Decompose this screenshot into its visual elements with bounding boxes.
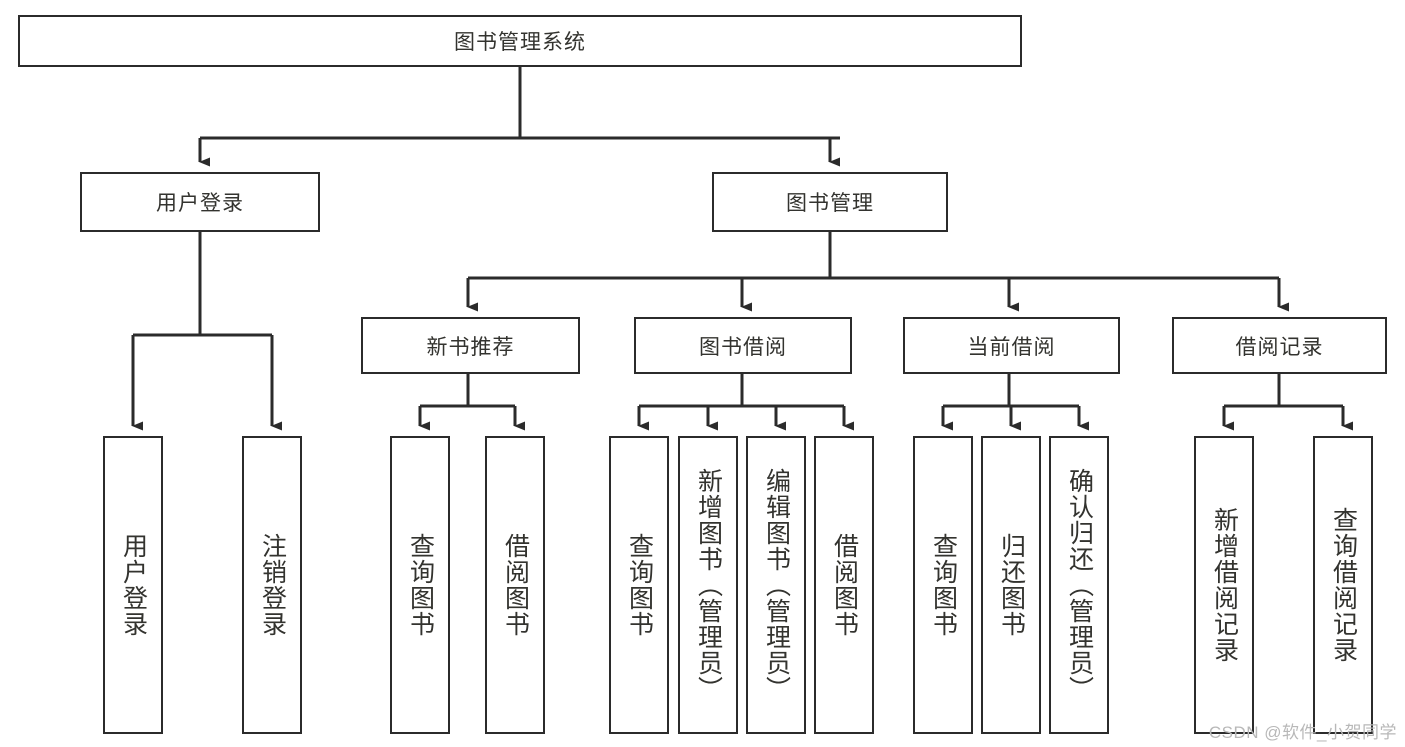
node-borrow-record[interactable]: 借阅记录 <box>1172 317 1387 374</box>
node-label: 新增图书（管理员） <box>694 468 723 702</box>
node-label: 查询图书 <box>929 533 958 637</box>
node-leaf-borrow-book-2[interactable]: 借阅图书 <box>814 436 874 734</box>
node-book-manage[interactable]: 图书管理 <box>712 172 948 232</box>
node-label: 注销登录 <box>258 533 287 637</box>
connector-group-current-borrow <box>941 374 1089 431</box>
connector-group-new-book-rec <box>418 374 525 431</box>
node-label: 查询图书 <box>625 533 654 637</box>
connector-group-book-borrow <box>637 374 854 431</box>
node-leaf-edit-book[interactable]: 编辑图书（管理员） <box>746 436 806 734</box>
node-leaf-user-login[interactable]: 用户登录 <box>103 436 163 734</box>
node-current-borrow[interactable]: 当前借阅 <box>903 317 1120 374</box>
node-label: 查询借阅记录 <box>1329 507 1358 663</box>
node-leaf-query-book-3[interactable]: 查询图书 <box>913 436 973 734</box>
node-leaf-borrow-book-1[interactable]: 借阅图书 <box>485 436 545 734</box>
node-label: 借阅图书 <box>501 533 530 637</box>
node-label: 当前借阅 <box>967 335 1056 359</box>
connector-group-root <box>198 67 840 167</box>
node-leaf-confirm-return[interactable]: 确认归还（管理员） <box>1049 436 1109 734</box>
node-leaf-query-book-1[interactable]: 查询图书 <box>390 436 450 734</box>
node-root-title[interactable]: 图书管理系统 <box>18 15 1022 67</box>
node-new-book-rec[interactable]: 新书推荐 <box>361 317 580 374</box>
node-label: 借阅图书 <box>830 533 859 637</box>
node-label: 查询图书 <box>406 533 435 637</box>
connector-group-borrow-record <box>1222 374 1353 431</box>
node-label: 图书管理系统 <box>454 31 586 54</box>
node-book-borrow[interactable]: 图书借阅 <box>634 317 852 374</box>
node-label: 归还图书 <box>997 533 1026 637</box>
node-leaf-query-record[interactable]: 查询借阅记录 <box>1313 436 1373 734</box>
node-user-login[interactable]: 用户登录 <box>80 172 320 232</box>
node-label: 新增借阅记录 <box>1210 507 1239 663</box>
node-label: 新书推荐 <box>426 335 515 359</box>
node-label: 编辑图书（管理员） <box>762 468 791 702</box>
node-leaf-return-book[interactable]: 归还图书 <box>981 436 1041 734</box>
node-label: 借阅记录 <box>1235 335 1324 359</box>
node-label: 图书借阅 <box>699 335 787 359</box>
watermark-text: CSDN @软件_小贺同学 <box>1208 723 1397 742</box>
connector-group-book-manage <box>466 232 1289 312</box>
node-label: 用户登录 <box>156 192 244 215</box>
node-leaf-logout[interactable]: 注销登录 <box>242 436 302 734</box>
node-label: 确认归还（管理员） <box>1065 468 1094 702</box>
node-label: 用户登录 <box>119 533 148 637</box>
connector-group-user-login <box>131 232 282 431</box>
node-leaf-add-record[interactable]: 新增借阅记录 <box>1194 436 1254 734</box>
node-leaf-add-book[interactable]: 新增图书（管理员） <box>678 436 738 734</box>
node-leaf-query-book-2[interactable]: 查询图书 <box>609 436 669 734</box>
node-label: 图书管理 <box>786 192 874 215</box>
